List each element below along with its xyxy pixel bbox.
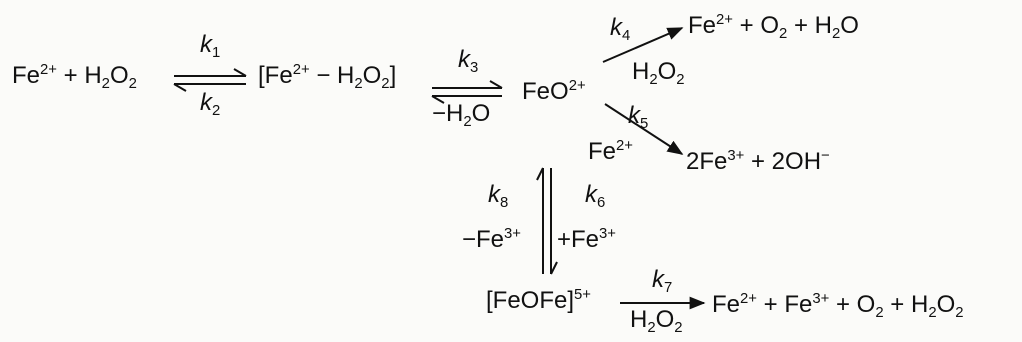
dimer-feofe: [FeOFe]5+ — [486, 287, 591, 314]
k4-reagent: H2O2 — [632, 58, 685, 89]
ferryl-species: FeO2+ — [522, 78, 586, 105]
rate-k3: k3 — [458, 46, 479, 77]
k5-reagent: Fe2+ — [588, 138, 633, 165]
k8-reagent: −Fe3+ — [462, 226, 521, 253]
rate-k4: k4 — [610, 14, 631, 45]
equilibrium-arrow-k3 — [431, 80, 503, 104]
arrow-k5 — [604, 103, 684, 155]
equilibrium-arrow-k1-k2 — [173, 68, 247, 92]
k3-water-loss: −H2O — [432, 100, 491, 131]
k4-products: Fe2+ + O2 + H2O — [688, 12, 859, 43]
reactants-fe2-h2o2: Fe2+ + H2O2 — [12, 62, 137, 93]
k5-products: 2Fe3+ + 2OH− — [686, 148, 830, 175]
rate-k2: k2 — [200, 89, 221, 120]
rate-k7: k7 — [652, 266, 673, 297]
k7-products: Fe2+ + Fe3+ + O2 + H2O2 — [712, 291, 964, 322]
rate-k8: k8 — [488, 181, 509, 212]
rate-k1: k1 — [200, 31, 221, 62]
k7-reagent: H2O2 — [630, 306, 683, 337]
arrow-k4 — [602, 27, 684, 63]
equilibrium-arrow-k6-k8 — [536, 167, 558, 275]
complex-fe-h2o2: [Fe2+ − H2O2] — [258, 62, 397, 93]
rate-k6: k6 — [585, 181, 606, 212]
k6-reagent: +Fe3+ — [557, 226, 616, 253]
